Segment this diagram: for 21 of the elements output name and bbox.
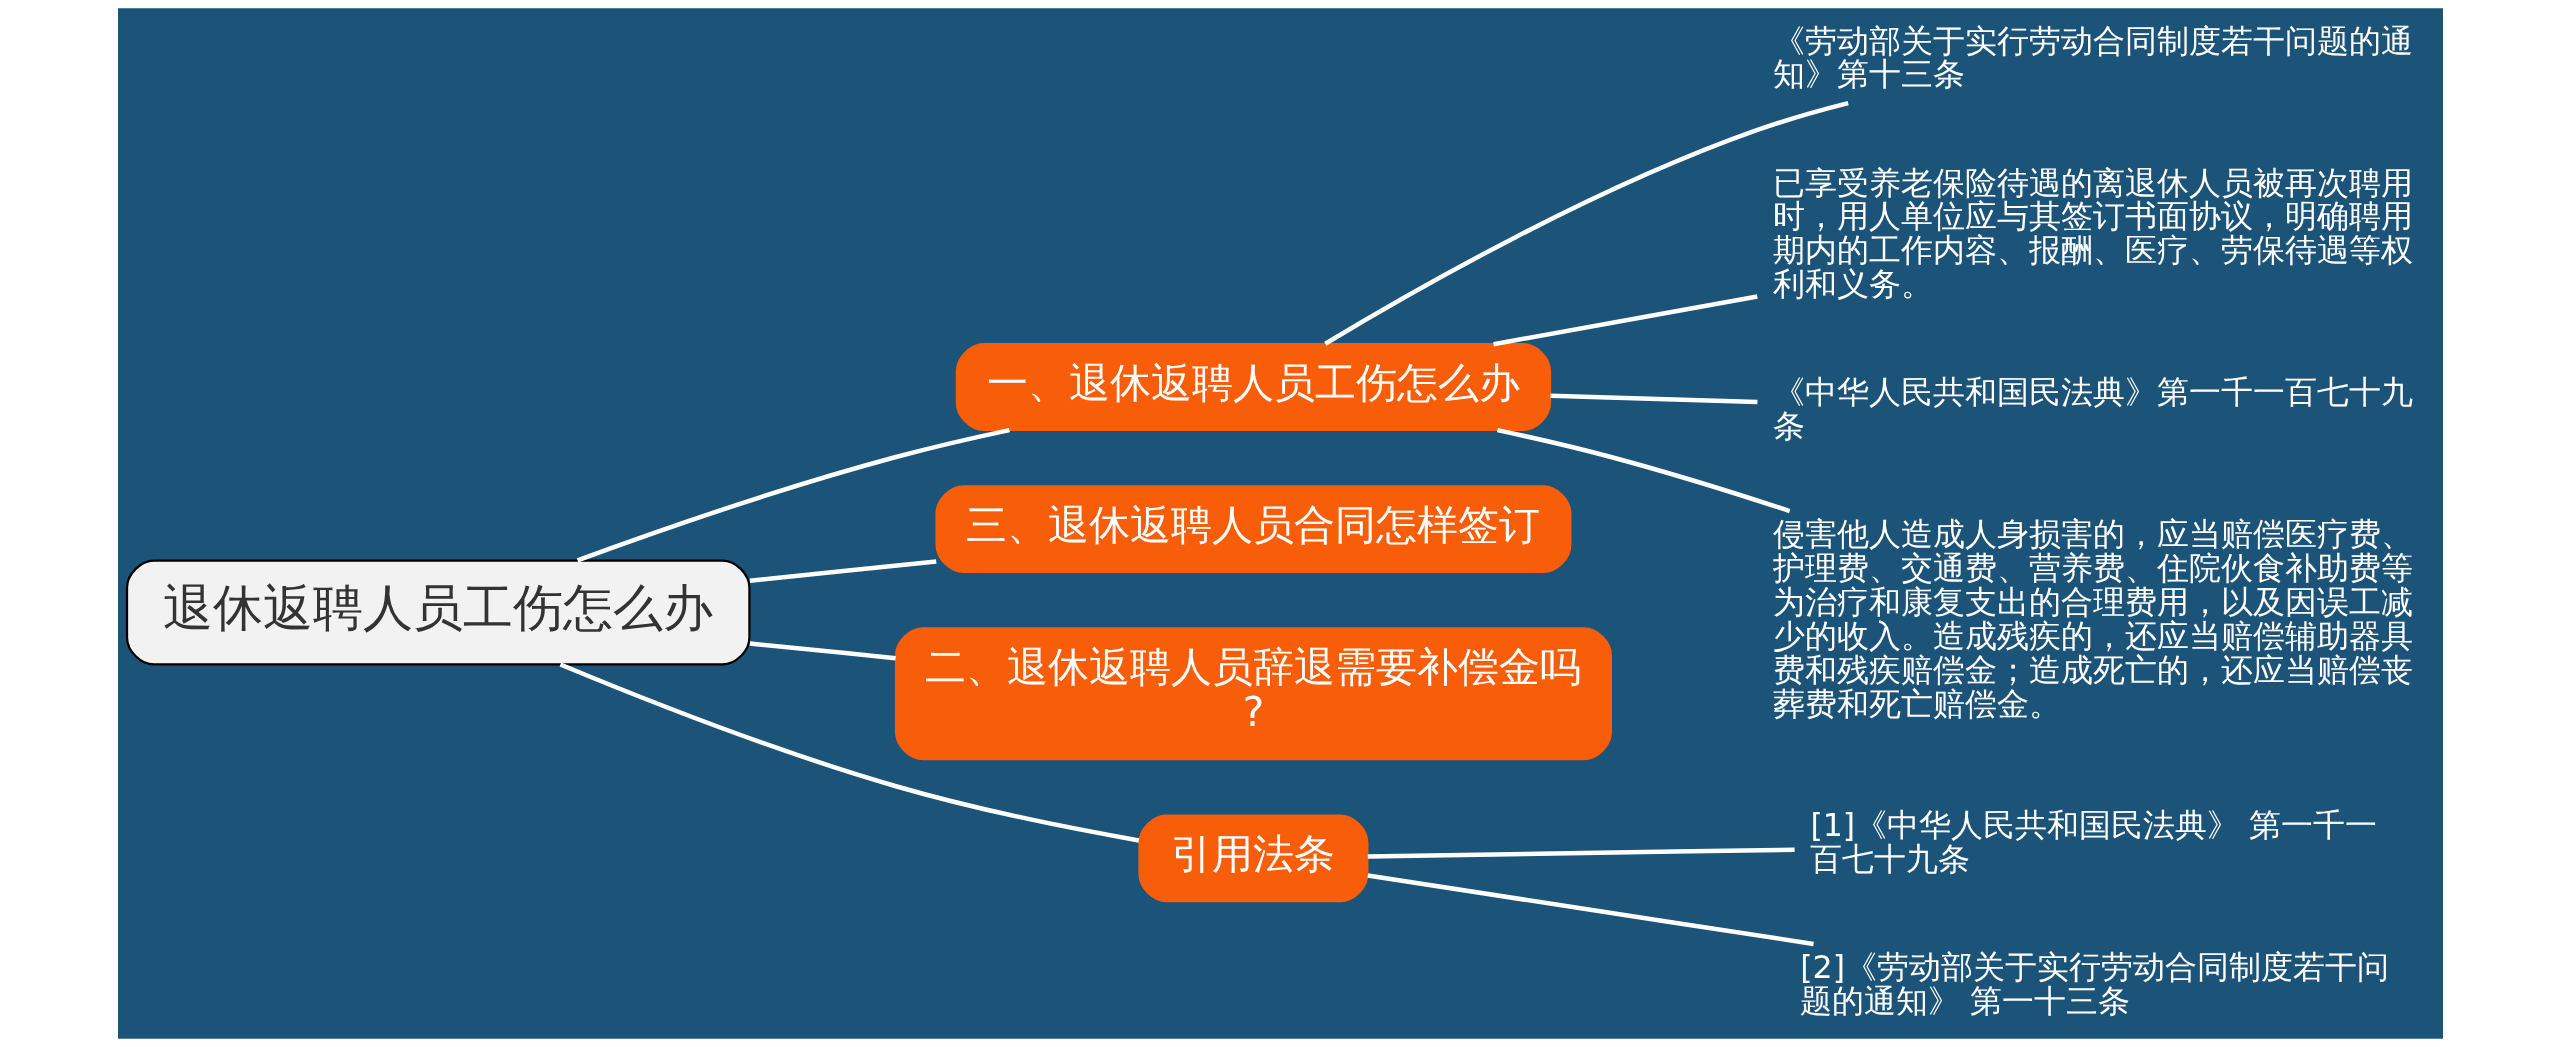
node-box: 二、退休返聘人员辞退需要补偿金吗? xyxy=(894,627,1612,761)
node-box: 退休返聘人员工伤怎么办 xyxy=(125,559,751,666)
node-text: 《中华人民共和国民法典》第一千一百七十九条 xyxy=(1772,374,2413,445)
node-box: 引用法条 xyxy=(1137,814,1368,903)
connector xyxy=(749,559,936,583)
connector xyxy=(559,662,1139,843)
connector xyxy=(1549,393,1757,405)
node-text: 《劳动部关于实行劳动合同制度若干问题的通知》第十三条 xyxy=(1772,22,2413,93)
connector xyxy=(1496,427,1790,514)
connector xyxy=(749,641,896,661)
connector xyxy=(576,427,1010,563)
node-text: 侵害他人造成人身损害的，应当赔偿医疗费、护理费、交通费、营养费、住院伙食补助费等为治疗和康复支出的合理费用，以及因误工减少的收入。造成残疾的，还应当赔偿辅助器具费和残疾赔偿金；造成死亡的，还应当赔偿丧葬费和死亡赔偿金。 xyxy=(1772,516,2413,722)
node-box: 一、退休返聘人员工伤怎么办 xyxy=(955,343,1551,432)
node-box: 三、退休返聘人员合同怎样签订 xyxy=(934,485,1571,574)
connector xyxy=(1367,847,1795,859)
node-text: [1]《中华人民共和国民法典》 第一千一百七十九条 xyxy=(1809,807,2377,878)
node-text: [2]《劳动部关于实行劳动合同制度若干问题的通知》 第一十三条 xyxy=(1799,949,2389,1020)
node-text: 已享受养老保险待遇的离退休人员被再次聘用时，用人单位应与其签订书面协议，明确聘用期内的工作内容、报酬、医疗、劳保待遇等权利和义务。 xyxy=(1772,164,2413,303)
connector xyxy=(1323,100,1849,346)
connector xyxy=(1366,873,1814,947)
connector xyxy=(1492,294,1758,347)
